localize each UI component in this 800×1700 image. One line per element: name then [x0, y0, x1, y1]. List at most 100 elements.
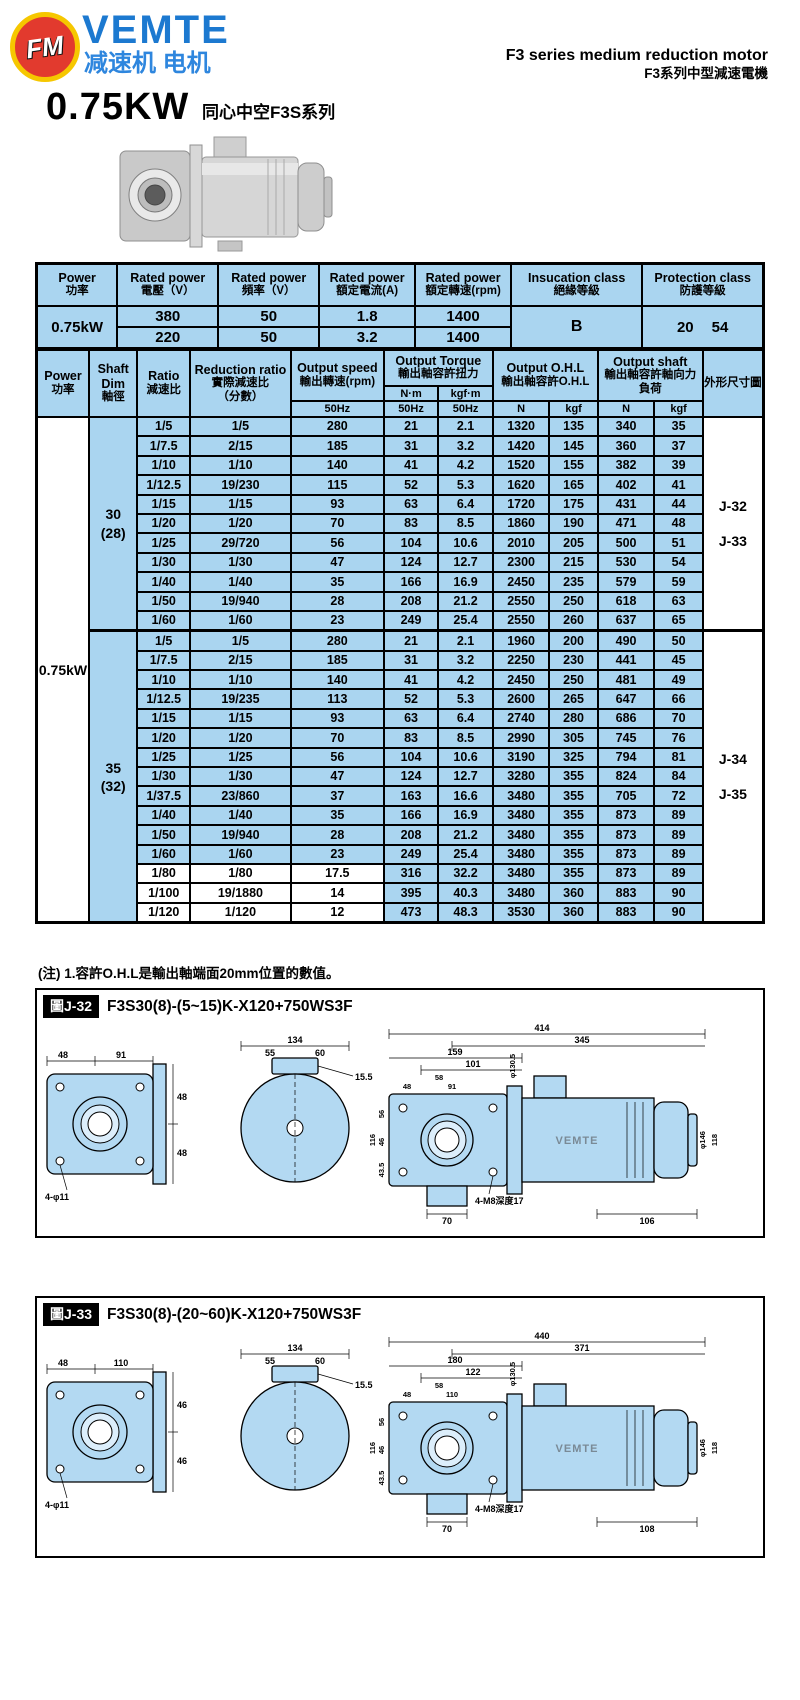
- spec-cell: 2010: [491, 532, 551, 554]
- spec-cell: 25.4: [437, 843, 494, 866]
- spec-cell: 2300: [491, 551, 551, 574]
- spec-cell: 54: [653, 551, 704, 574]
- spec-cell: 124: [382, 551, 440, 574]
- spec-cell: 56: [289, 532, 385, 554]
- flange-plate: [152, 1063, 167, 1185]
- drawing-title-j32: 圖J-32 F3S30(8)-(5~15)K-X120+750WS3F: [37, 990, 763, 1018]
- spec-cell: 1/10: [188, 669, 292, 691]
- dim-label: 46: [177, 1456, 187, 1466]
- spec-cell: 166: [382, 804, 440, 827]
- dim-label: 55: [265, 1356, 275, 1366]
- spec-cell: 2.1: [437, 415, 494, 438]
- spec-cell: 382: [596, 454, 656, 477]
- spec-cell: 140: [289, 669, 385, 691]
- shaft-dim-cell: 30(28): [87, 416, 139, 632]
- spec-cell: 473: [382, 901, 440, 924]
- dim-label: 159: [447, 1047, 462, 1057]
- spec-cell: 2.1: [437, 629, 494, 652]
- spec-cell: 705: [596, 785, 656, 807]
- voltage-value: 380: [116, 305, 220, 328]
- series-title-cn: F3系列中型減速電機: [644, 66, 768, 81]
- terminal-box: [533, 1075, 567, 1099]
- spec-cell: 1/30: [136, 766, 191, 788]
- spec-cell: 1/5: [188, 629, 292, 652]
- spec-cell: 83: [382, 512, 440, 535]
- speed-value: 1400: [414, 305, 513, 328]
- spec-cell: 500: [596, 532, 656, 554]
- ratings-power-cell: 0.75kW: [35, 305, 119, 350]
- spec-cell: 471: [596, 512, 656, 535]
- spec-cell: 35: [289, 804, 385, 827]
- output-boss: [426, 1493, 468, 1515]
- terminal-box: [533, 1383, 567, 1407]
- hollow-shaft-bore: [87, 1111, 113, 1137]
- spec-cell: 19/230: [188, 474, 292, 496]
- figure-tag: 圖J-32: [43, 995, 100, 1018]
- spec-cell: 325: [548, 746, 599, 769]
- spec-cell: 41: [653, 474, 704, 496]
- spec-cell: 52: [382, 474, 440, 496]
- spec-cell: 12: [289, 901, 385, 924]
- drawing-box-j32: 圖J-32 F3S30(8)-(5~15)K-X120+750WS3F 48 9…: [35, 988, 765, 1238]
- spec-cell: 360: [548, 901, 599, 924]
- page-title: F3 series medium reduction motor F3系列中型減…: [506, 46, 768, 83]
- spec-cell: 1/60: [136, 609, 191, 632]
- spec-cell: 1/15: [136, 707, 191, 730]
- spec-cell: 51: [653, 532, 704, 554]
- spec-cell: 3.2: [437, 435, 494, 457]
- spec-header-row-3: 50Hz 50Hz 50Hz N kgf N kgf: [37, 400, 764, 418]
- spec-cell: 1960: [491, 629, 551, 652]
- dim-label: 4-φ11: [45, 1192, 69, 1202]
- spec-cell: 1860: [491, 512, 551, 535]
- spec-cell: 76: [653, 727, 704, 749]
- dim-label: 46: [177, 1400, 187, 1410]
- spec-cell: 48: [653, 512, 704, 535]
- spec-cell: 6.4: [437, 707, 494, 730]
- spec-cell: 135: [548, 415, 599, 438]
- frequency-value: 50: [217, 326, 321, 350]
- spec-cell: 824: [596, 766, 656, 788]
- spec-cell: 1/25: [136, 532, 191, 554]
- spec-cell: 166: [382, 571, 440, 593]
- spec-cell: 1/80: [188, 862, 292, 885]
- spec-cell: 81: [653, 746, 704, 769]
- spec-cell: 1/40: [188, 804, 292, 827]
- ohl-kgf-header: kgf: [548, 400, 599, 418]
- spec-cell: 70: [289, 727, 385, 749]
- spec-cell: 66: [653, 688, 704, 710]
- spec-cell: 1/120: [136, 901, 191, 924]
- spec-cell: 402: [596, 474, 656, 496]
- spec-cell: 4.2: [437, 669, 494, 691]
- dim-label: 56: [377, 1418, 386, 1426]
- spec-cell: 3480: [491, 785, 551, 807]
- dim-label: 15.5: [355, 1072, 373, 1082]
- spec-cell: 185: [289, 649, 385, 672]
- spec-cell: 250: [548, 669, 599, 691]
- spec-cell: 3480: [491, 862, 551, 885]
- spec-col-figure: 外形尺寸圖: [701, 348, 765, 418]
- spec-cell: 1720: [491, 493, 551, 515]
- spec-cell: 1/10: [136, 454, 191, 477]
- spec-cell: 1/12.5: [136, 688, 191, 710]
- spec-cell: 93: [289, 493, 385, 515]
- spec-cell: 1/30: [188, 766, 292, 788]
- spec-power-cell: 0.75kW: [35, 416, 90, 924]
- spec-cell: 104: [382, 746, 440, 769]
- spec-cell: 163: [382, 785, 440, 807]
- spec-cell: 89: [653, 804, 704, 827]
